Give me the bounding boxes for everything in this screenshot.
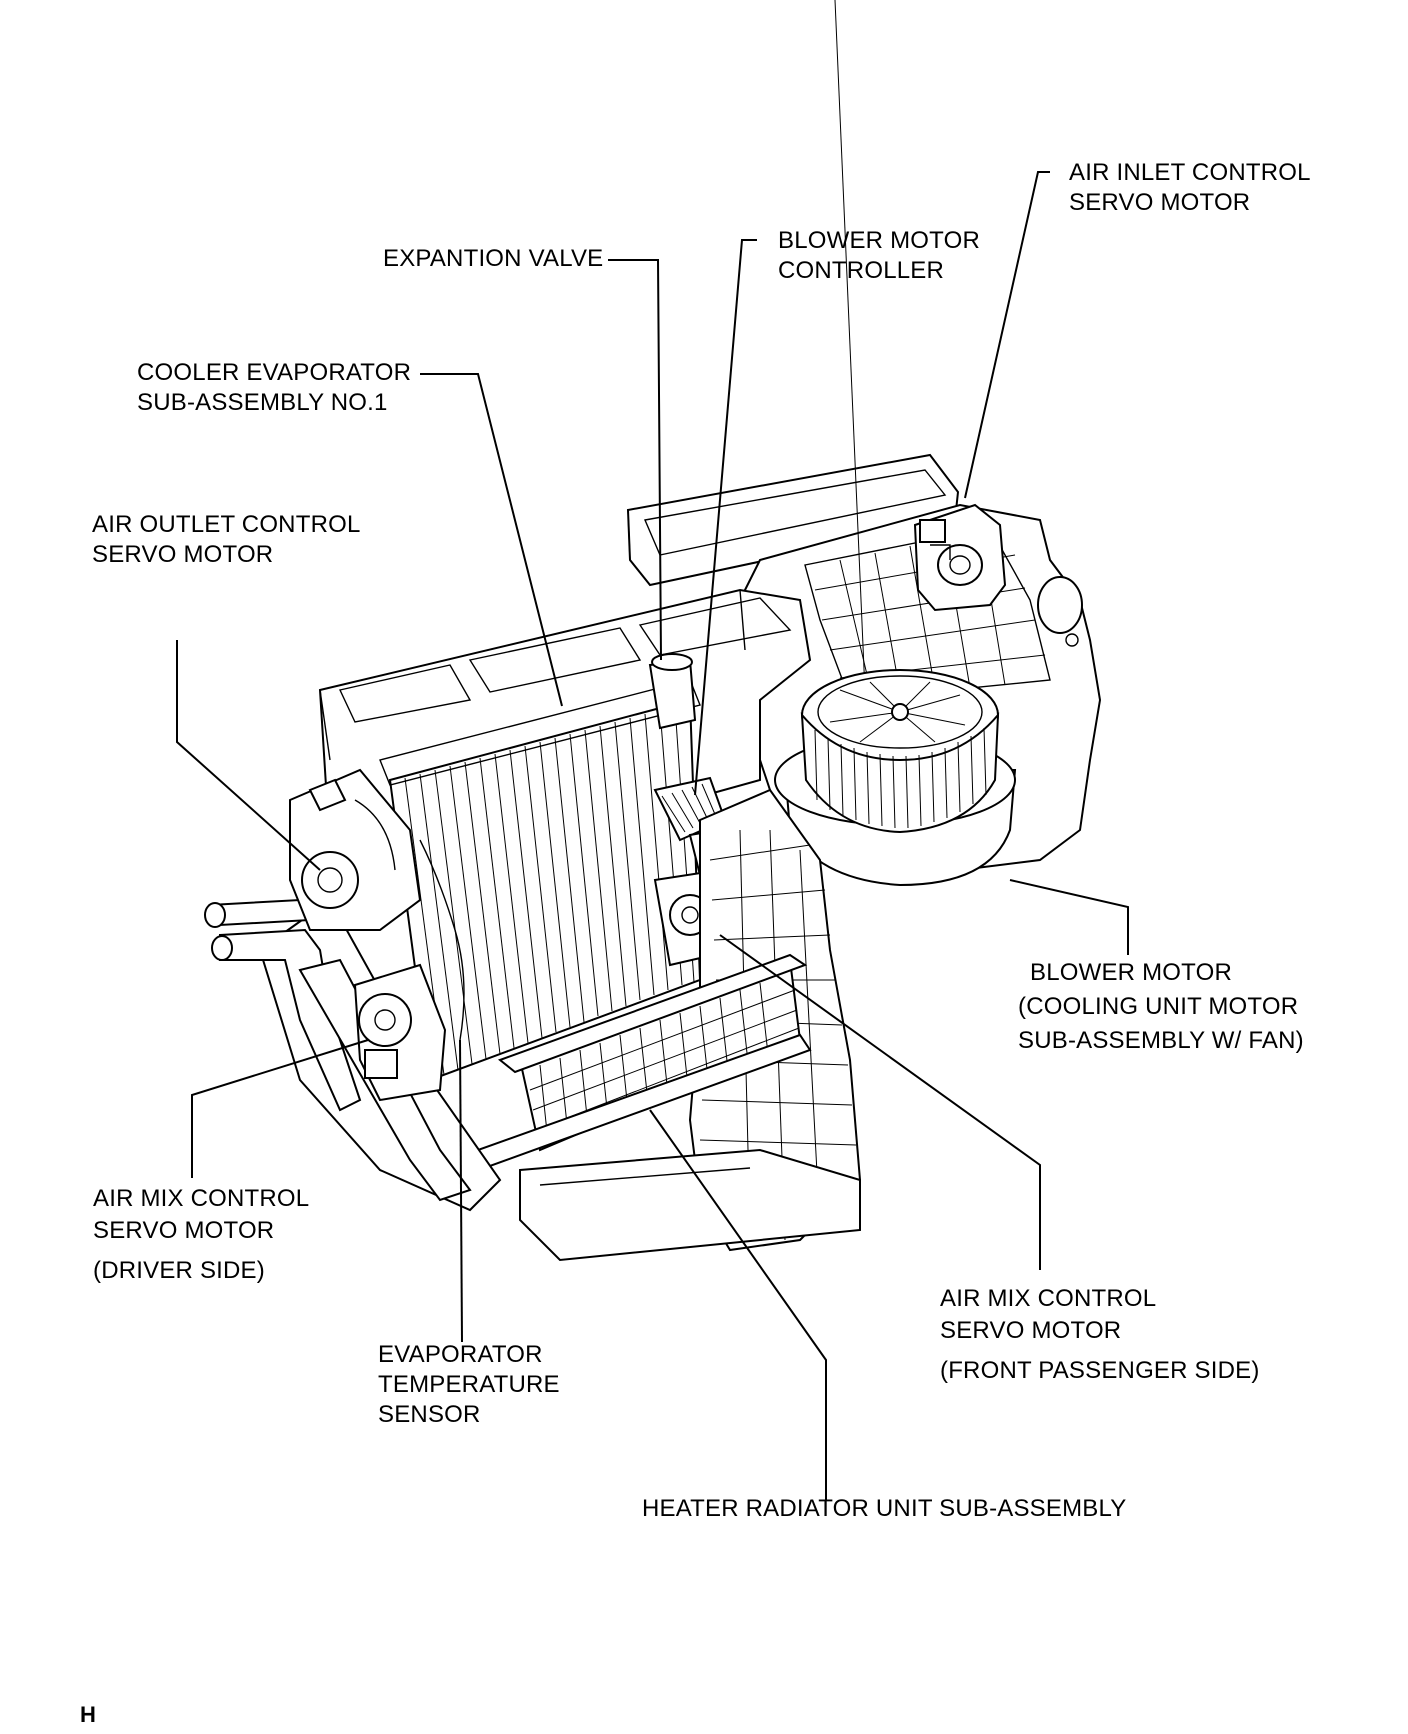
label-evaporator-temperature-sensor: EVAPORATOR TEMPERATURE SENSOR — [378, 1340, 560, 1430]
label-line: SUB-ASSEMBLY W/ FAN) — [1018, 1027, 1304, 1054]
label-air-inlet-control-servo-motor: AIR INLET CONTROL SERVO MOTOR — [1069, 158, 1311, 218]
label-line: COOLER EVAPORATOR — [137, 359, 412, 386]
label-line: SENSOR — [378, 1401, 481, 1428]
label-line: AIR MIX CONTROL — [940, 1285, 1157, 1312]
label-air-mix-front-passenger-side: AIR MIX CONTROL SERVO MOTOR (FRONT PASSE… — [940, 1283, 1260, 1387]
air-mix-servo-driver — [353, 963, 447, 1102]
air-inlet-servo-motor — [913, 503, 1007, 612]
label-line: BLOWER MOTOR — [778, 227, 980, 254]
label-air-outlet-control-servo-motor: AIR OUTLET CONTROL SERVO MOTOR — [92, 510, 361, 570]
label-expansion-valve: EXPANTION VALVE — [383, 244, 603, 274]
label-blower-motor: BLOWER MOTOR (COOLING UNIT MOTOR SUB-ASS… — [1018, 956, 1304, 1058]
label-line: SERVO MOTOR — [940, 1317, 1122, 1344]
evaporator-sensor-wire — [419, 839, 465, 1041]
label-line: SERVO MOTOR — [93, 1217, 275, 1244]
label-line: AIR INLET CONTROL — [1069, 159, 1311, 186]
label-line: (COOLING UNIT MOTOR — [1018, 993, 1299, 1020]
label-line: TEMPERATURE — [378, 1371, 560, 1398]
heater-radiator-core — [448, 953, 812, 1177]
label-cooler-evaporator: COOLER EVAPORATOR SUB-ASSEMBLY NO.1 — [137, 358, 411, 418]
label-line: AIR OUTLET CONTROL — [92, 511, 361, 538]
label-line: AIR MIX CONTROL — [93, 1185, 310, 1212]
label-line: BLOWER MOTOR — [1030, 959, 1232, 986]
label-line: (FRONT PASSENGER SIDE) — [940, 1357, 1260, 1384]
label-line: EXPANTION VALVE — [383, 245, 604, 272]
label-line: SERVO MOTOR — [92, 541, 274, 568]
air-outlet-servo-motor — [289, 768, 422, 931]
label-heater-radiator-unit: HEATER RADIATOR UNIT SUB-ASSEMBLY — [642, 1494, 1126, 1524]
label-line: SERVO MOTOR — [1069, 189, 1251, 216]
label-blower-motor-controller: BLOWER MOTOR CONTROLLER — [778, 226, 980, 286]
blower-fan — [774, 669, 1017, 887]
label-line: EVAPORATOR — [378, 1341, 543, 1368]
label-air-mix-driver-side: AIR MIX CONTROL SERVO MOTOR (DRIVER SIDE… — [93, 1183, 309, 1287]
label-line: HEATER RADIATOR UNIT SUB-ASSEMBLY — [642, 1495, 1127, 1522]
label-line: SUB-ASSEMBLY NO.1 — [137, 389, 388, 416]
page-letter: H — [80, 1702, 96, 1727]
label-line: (DRIVER SIDE) — [93, 1257, 265, 1284]
label-line: CONTROLLER — [778, 257, 945, 284]
leader-lines — [176, 171, 1129, 1500]
